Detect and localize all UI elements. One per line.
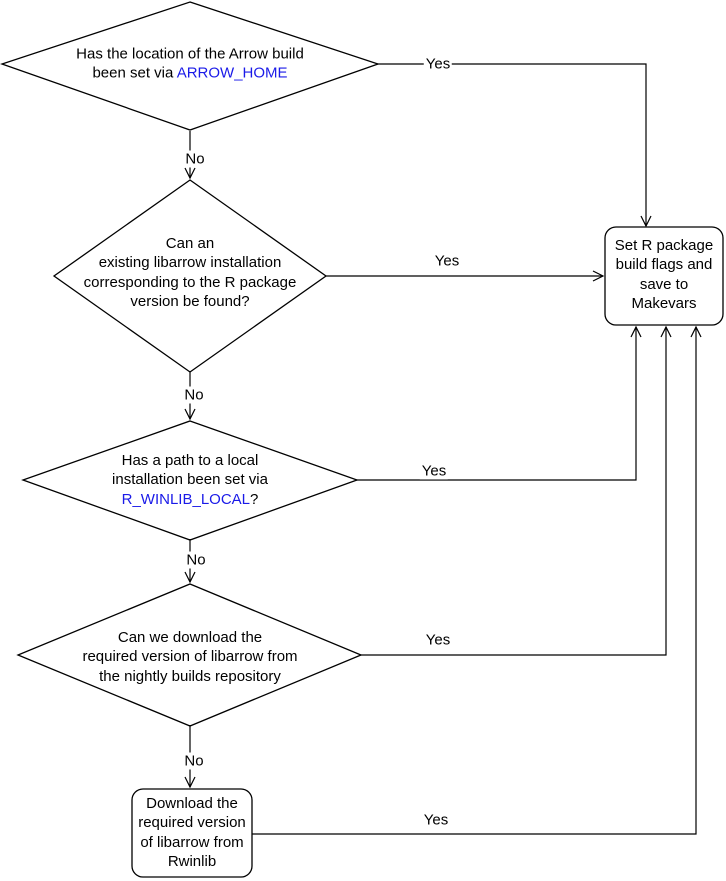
edge-yes-nightly-download <box>360 325 672 656</box>
decision-rwinlib-local-shape <box>21 420 359 541</box>
decision-nightly-download-shape <box>16 583 363 727</box>
decision-existing-libarrow-shape <box>52 179 328 373</box>
decision-arrow-home-shape <box>0 1 381 131</box>
edge-yes-arrow-home <box>377 63 652 228</box>
edge-yes-rwinlib-local <box>356 325 642 481</box>
edge-yes-download-rwinlib <box>252 325 702 835</box>
process-set-makevars-shape <box>604 226 724 326</box>
process-download-rwinlib-shape <box>131 788 253 878</box>
